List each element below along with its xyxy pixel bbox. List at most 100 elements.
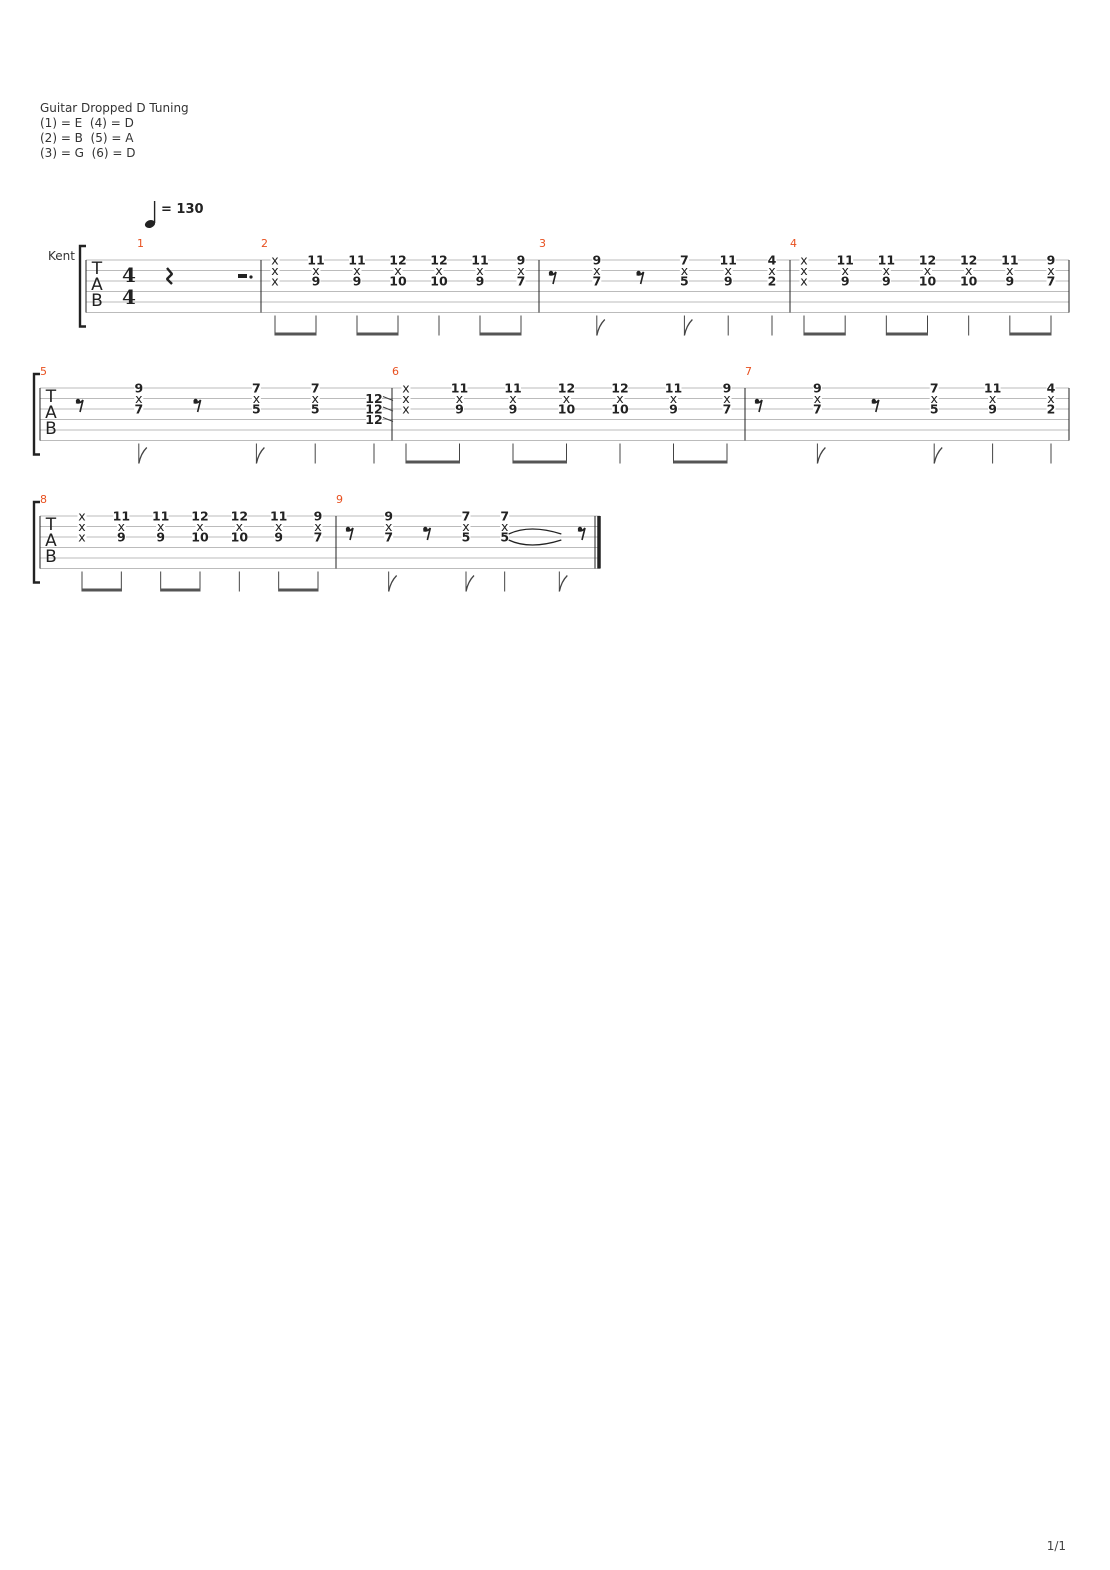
fret-number: 7 — [723, 401, 732, 416]
fret-bg — [310, 404, 320, 414]
fret-bg — [960, 276, 977, 286]
rest-dot — [249, 275, 253, 279]
dead-note: x — [563, 391, 570, 406]
fret-number: 12 — [231, 508, 248, 523]
track-name: Kent — [48, 249, 75, 263]
dead-note: x — [681, 263, 688, 278]
clef-letter-t: T — [91, 259, 103, 279]
fret-bg — [384, 532, 394, 542]
eighth-rest — [75, 398, 84, 413]
dead-note: x — [78, 519, 85, 534]
fret-number: 9 — [384, 508, 393, 523]
fret-bg — [722, 393, 732, 404]
fret-bg — [231, 532, 248, 542]
fret-bg — [767, 276, 777, 286]
fret-number: 10 — [389, 273, 407, 288]
measure-number: 3 — [539, 237, 546, 250]
clef-letter-b: B — [91, 291, 103, 311]
fret-number: 7 — [1047, 273, 1056, 288]
slide-line — [382, 396, 394, 401]
measure-number: 5 — [40, 365, 47, 378]
fret-bg — [1046, 276, 1056, 286]
dead-note: x — [593, 263, 600, 278]
note-flag — [558, 575, 568, 592]
fret-number: 5 — [500, 529, 509, 544]
measure-number: 4 — [790, 237, 797, 250]
fret-bg — [455, 404, 464, 414]
fret-bg — [401, 393, 411, 404]
clef-letter-b: B — [45, 419, 57, 439]
rest-stroke — [754, 399, 763, 413]
fret-bg — [366, 414, 382, 425]
fret-bg — [310, 383, 320, 393]
fret-number: 11 — [719, 252, 736, 267]
dead-note: x — [724, 263, 731, 278]
fret-bg — [352, 276, 362, 286]
fret-number: 7 — [384, 529, 393, 544]
system-bracket — [78, 244, 86, 328]
dead-note: x — [501, 519, 508, 534]
clef-letter-t: T — [45, 387, 57, 407]
fret-number: 7 — [813, 401, 822, 416]
fret-number: 7 — [680, 252, 689, 267]
note-beam — [275, 332, 317, 336]
fret-number: 11 — [113, 508, 130, 523]
fret-bg — [195, 521, 205, 532]
fret-bg — [434, 265, 444, 276]
fret-bg — [723, 276, 733, 286]
note-beam — [160, 588, 201, 592]
fret-bg — [116, 532, 126, 542]
fret-bg — [251, 383, 261, 393]
fret-bg — [562, 393, 571, 404]
fret-bg — [919, 276, 936, 286]
fret-bg — [919, 255, 936, 265]
measure-number: 8 — [40, 493, 47, 506]
dead-note: x — [924, 263, 931, 278]
measure-number: 9 — [336, 493, 343, 506]
rest-stroke — [577, 527, 586, 541]
note-flag — [816, 447, 826, 464]
fret-number: 11 — [836, 252, 853, 267]
fret-bg — [679, 255, 689, 265]
fret-number: 11 — [152, 508, 169, 523]
fret-number: 9 — [134, 380, 143, 395]
fret-bg — [156, 532, 166, 542]
fret-number: 10 — [191, 529, 209, 544]
fret-bg — [384, 521, 394, 532]
dead-note: x — [509, 391, 516, 406]
fret-number: 7 — [462, 508, 471, 523]
fret-bg — [270, 255, 280, 265]
fret-number: 11 — [348, 252, 365, 267]
tuning-line-1: (1) = E (4) = D — [40, 116, 134, 130]
note-beam — [278, 588, 319, 592]
fret-number: 12 — [430, 252, 447, 267]
dead-note: x — [476, 263, 483, 278]
dead-note: x — [402, 380, 409, 395]
quarter-note-icon — [144, 201, 156, 228]
quarter-rest — [166, 267, 173, 285]
fret-number: 5 — [462, 529, 471, 544]
eighth-rest — [754, 398, 763, 413]
fret-number: 4 — [1047, 380, 1056, 395]
fret-bg — [799, 276, 809, 286]
fret-bg — [116, 521, 126, 532]
fret-bg — [451, 383, 468, 393]
dead-note: x — [462, 519, 469, 534]
fret-number: 10 — [919, 273, 937, 288]
fret-bg — [669, 404, 678, 414]
fret-bg — [313, 511, 323, 521]
fret-bg — [77, 532, 87, 542]
fret-bg — [960, 255, 977, 265]
fret-number: 11 — [504, 380, 521, 395]
dead-note: x — [271, 273, 278, 288]
dead-note: x — [883, 263, 890, 278]
fret-number: 9 — [813, 380, 822, 395]
fret-bg — [592, 265, 602, 276]
fret-bg — [313, 521, 323, 532]
fret-number: 7 — [930, 380, 939, 395]
fret-number: 9 — [882, 273, 891, 288]
fret-number: 9 — [312, 273, 321, 288]
fret-bg — [500, 532, 510, 542]
note-flag — [138, 447, 148, 464]
